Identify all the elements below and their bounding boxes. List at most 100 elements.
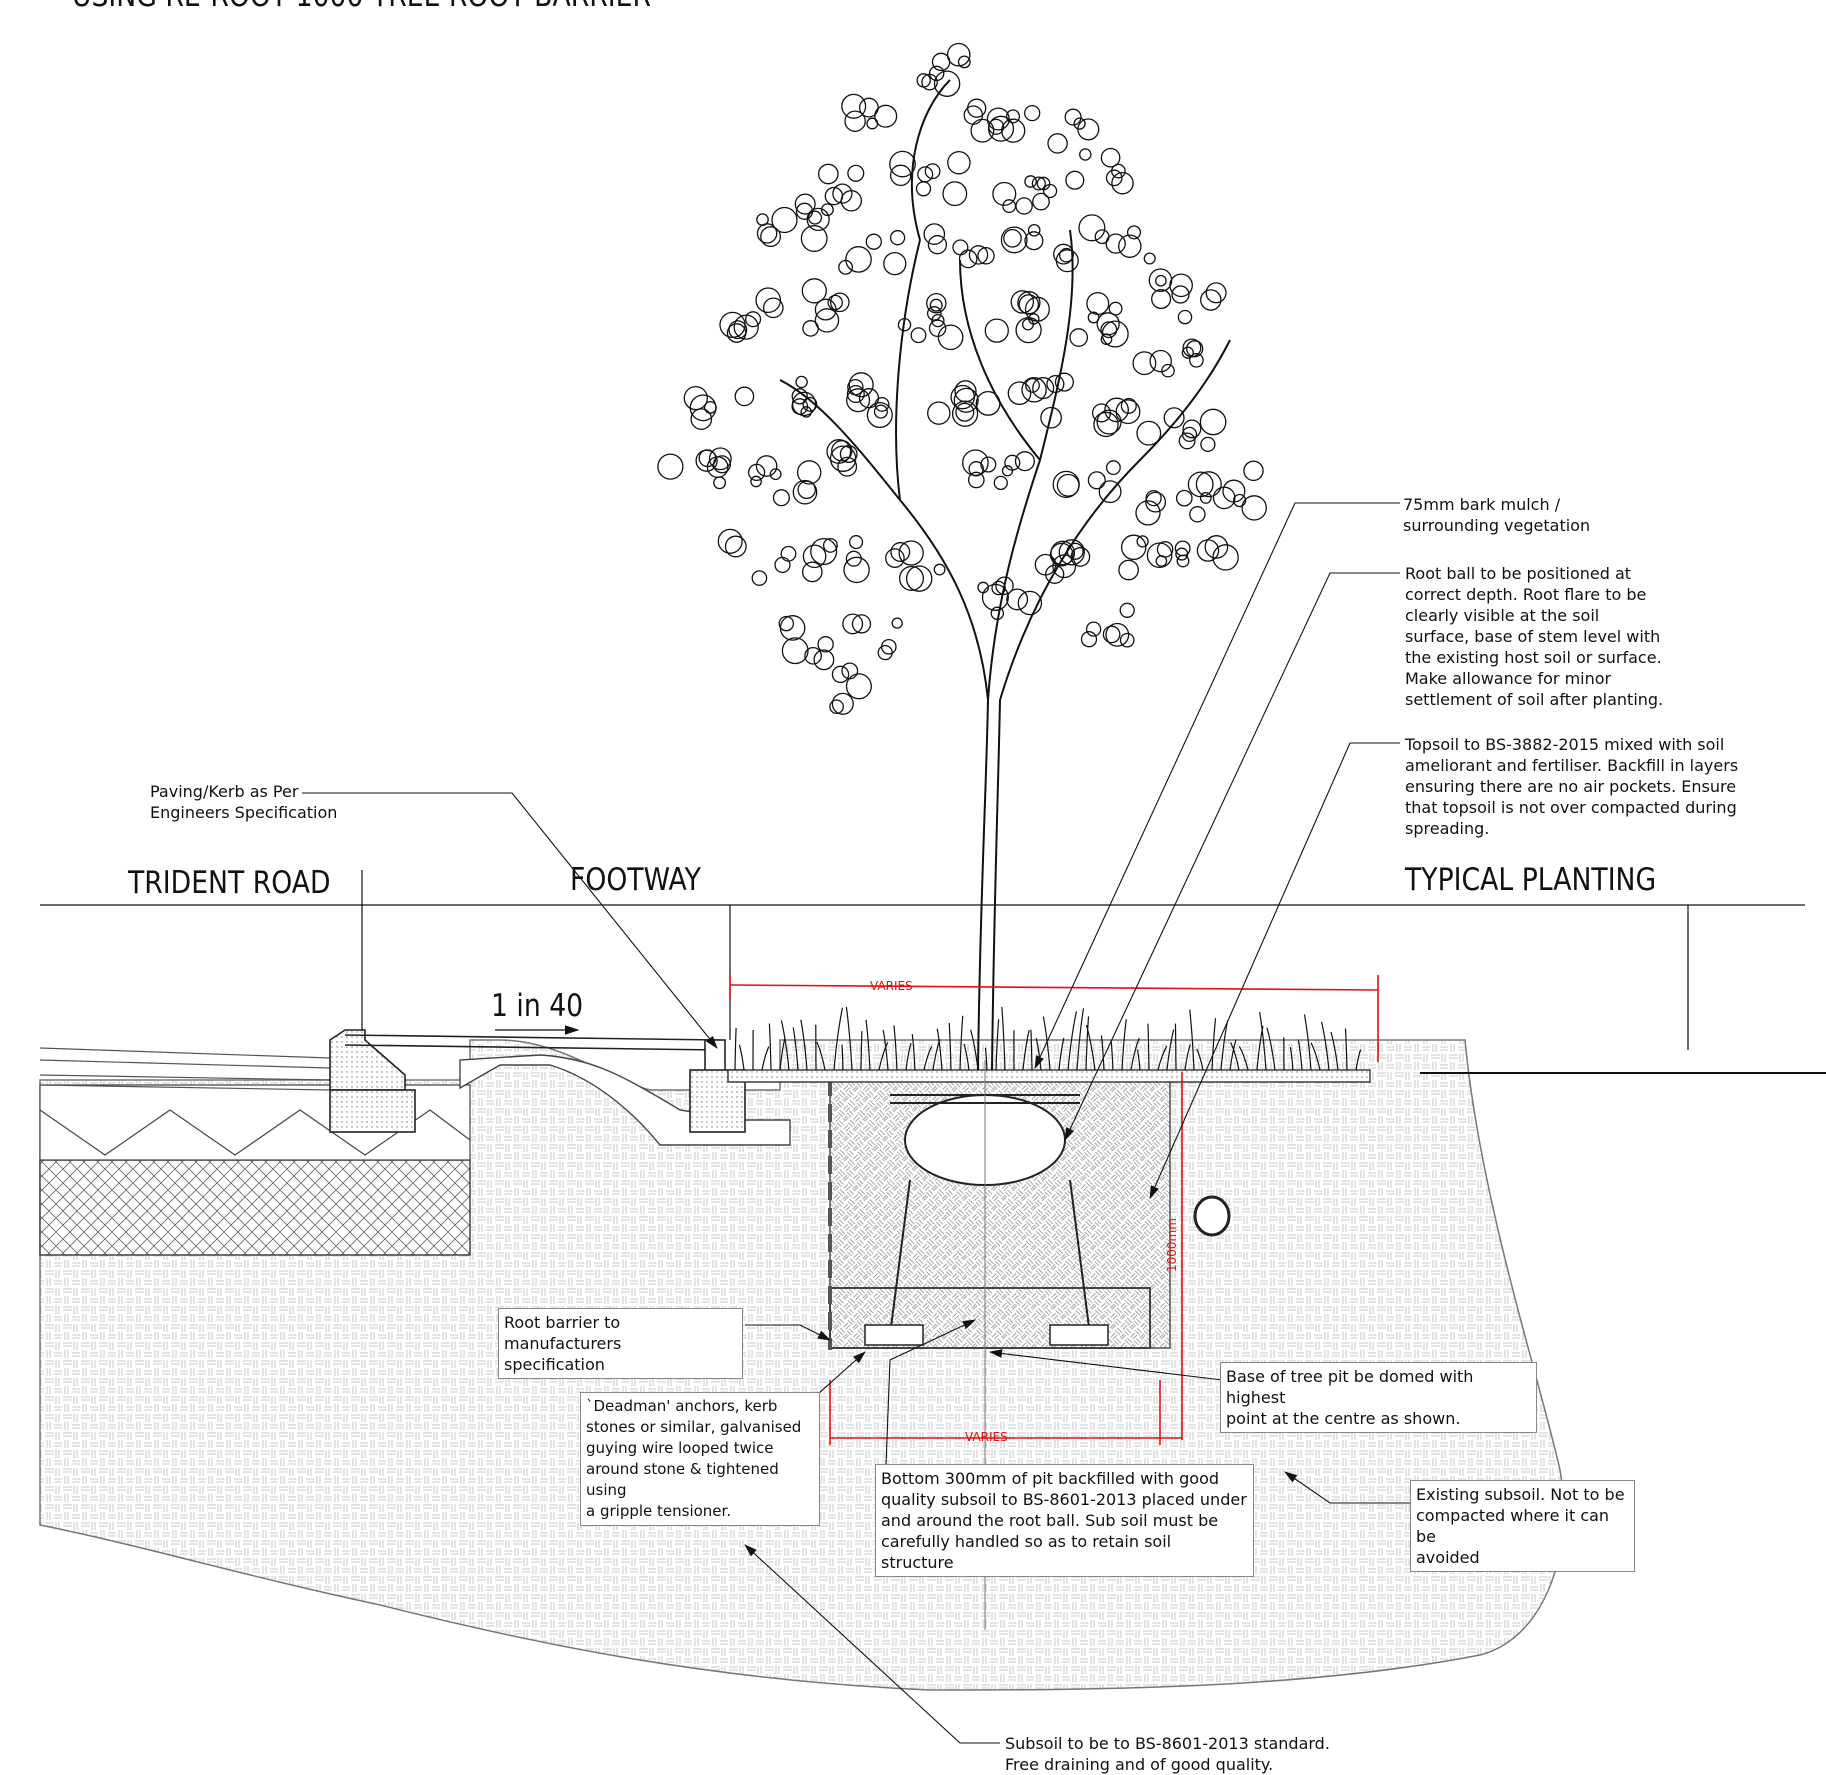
foliage-curl <box>1149 349 1172 373</box>
foliage-curl <box>800 225 828 252</box>
foliage-curl <box>1105 169 1123 187</box>
foliage-curl <box>1200 289 1222 311</box>
foliage-curl <box>880 638 897 655</box>
foliage-curl <box>794 193 816 215</box>
foliage-curl <box>1073 117 1086 130</box>
foliage-curl <box>1021 318 1035 331</box>
foliage-curl <box>929 298 943 312</box>
foliage-curl <box>781 637 809 665</box>
foliage-curl <box>1187 471 1214 498</box>
foliage-curl <box>865 233 882 250</box>
foliage-curl <box>728 320 748 340</box>
foliage-curl <box>813 649 835 671</box>
foliage-curl <box>970 118 995 143</box>
foliage-curl <box>751 570 768 586</box>
foliage-curl <box>1056 473 1080 497</box>
foliage-curl <box>1058 247 1074 263</box>
foliage-curl <box>954 380 977 403</box>
foliage-curl <box>890 542 911 562</box>
foliage-curl <box>897 317 912 332</box>
foliage-curl <box>990 606 1005 621</box>
foliage-curl <box>917 166 934 183</box>
foliage-curl <box>942 181 968 207</box>
tree-trunk <box>977 699 1001 1071</box>
foliage-curl <box>986 107 1010 131</box>
foliage-curl <box>1120 534 1147 561</box>
foliage-curl <box>1004 454 1021 471</box>
foliage-curl <box>927 401 951 425</box>
foliage-curl <box>1104 397 1129 423</box>
foliage-curl <box>845 673 872 700</box>
foliage-curl <box>851 614 872 634</box>
foliage-curl <box>796 460 822 485</box>
foliage-curl <box>947 150 971 175</box>
foliage-curl <box>774 556 791 574</box>
deadman-anchor-right <box>1049 1324 1109 1346</box>
foliage-curl <box>845 550 862 567</box>
foliage-curl <box>1031 176 1046 191</box>
foliage-curl <box>842 613 864 635</box>
foliage-curl <box>898 565 925 591</box>
foliage-curl <box>1105 460 1121 476</box>
foliage-curl <box>847 164 865 182</box>
foliage-curl <box>993 475 1008 491</box>
foliage-curl <box>657 453 684 480</box>
foliage-curl <box>953 387 979 413</box>
foliage-curl <box>1007 381 1032 406</box>
foliage-curl <box>817 636 834 653</box>
foliage-curl <box>849 535 864 550</box>
foliage-curl <box>1136 420 1162 446</box>
foliage-curl <box>1136 535 1149 548</box>
foliage-curl <box>1212 486 1236 510</box>
foliage-curl <box>733 314 759 340</box>
foliage-curl <box>1151 288 1172 310</box>
foliage-curl <box>822 537 838 553</box>
foliage-curl <box>952 239 969 256</box>
foliage-curl <box>839 445 858 463</box>
foliage-curl <box>1118 234 1142 258</box>
foliage-curl <box>1100 321 1118 339</box>
foliage-curl <box>1070 547 1091 567</box>
foliage-curl <box>1005 109 1021 124</box>
foliage-curl <box>1120 397 1137 414</box>
foliage-curl <box>928 319 947 338</box>
label-typical-planting: TYPICAL PLANTING <box>1405 862 1657 898</box>
foliage-curl <box>1086 291 1110 316</box>
foliage-curl <box>981 583 1009 611</box>
foliage-curl <box>889 230 906 246</box>
foliage-curl <box>975 390 1001 416</box>
foliage-curl <box>1046 374 1065 394</box>
label-footway: FOOTWAY <box>570 862 701 898</box>
foliage-curl <box>846 388 871 413</box>
foliage-curl <box>791 398 809 415</box>
foliage-curl <box>778 615 795 632</box>
foliage-curl <box>1065 170 1085 190</box>
foliage-curl <box>915 181 932 197</box>
foliage-curl <box>719 311 746 339</box>
foliage-curl <box>817 163 839 185</box>
foliage-curl <box>1015 197 1033 215</box>
foliage-curl <box>968 245 989 265</box>
foliage-curl <box>995 576 1014 595</box>
foliage-curl <box>1091 403 1112 423</box>
foliage-curl <box>1058 539 1085 566</box>
foliage-curl <box>1241 495 1267 521</box>
note-root-barrier: Root barrier to manufacturers specificat… <box>498 1308 743 1379</box>
foliage-curl <box>1100 147 1121 168</box>
foliage-curl <box>958 249 978 269</box>
foliage-curl <box>755 287 782 314</box>
foliage-curl <box>829 445 857 472</box>
foliage-curl <box>1132 351 1157 376</box>
foliage-curl <box>1105 233 1126 254</box>
foliage-curl <box>991 580 1006 596</box>
foliage-curl <box>745 311 762 328</box>
foliage-curl <box>827 294 843 311</box>
foliage-curl <box>1055 249 1079 273</box>
foliage-curl <box>804 646 822 665</box>
note-bark-mulch: 75mm bark mulch / surrounding vegetation <box>1403 495 1591 535</box>
foliage-curl <box>1232 493 1247 508</box>
tree <box>657 42 1267 1071</box>
foliage-curl <box>1186 340 1204 358</box>
foliage-curl <box>889 150 916 178</box>
foliage-curl <box>802 544 827 569</box>
